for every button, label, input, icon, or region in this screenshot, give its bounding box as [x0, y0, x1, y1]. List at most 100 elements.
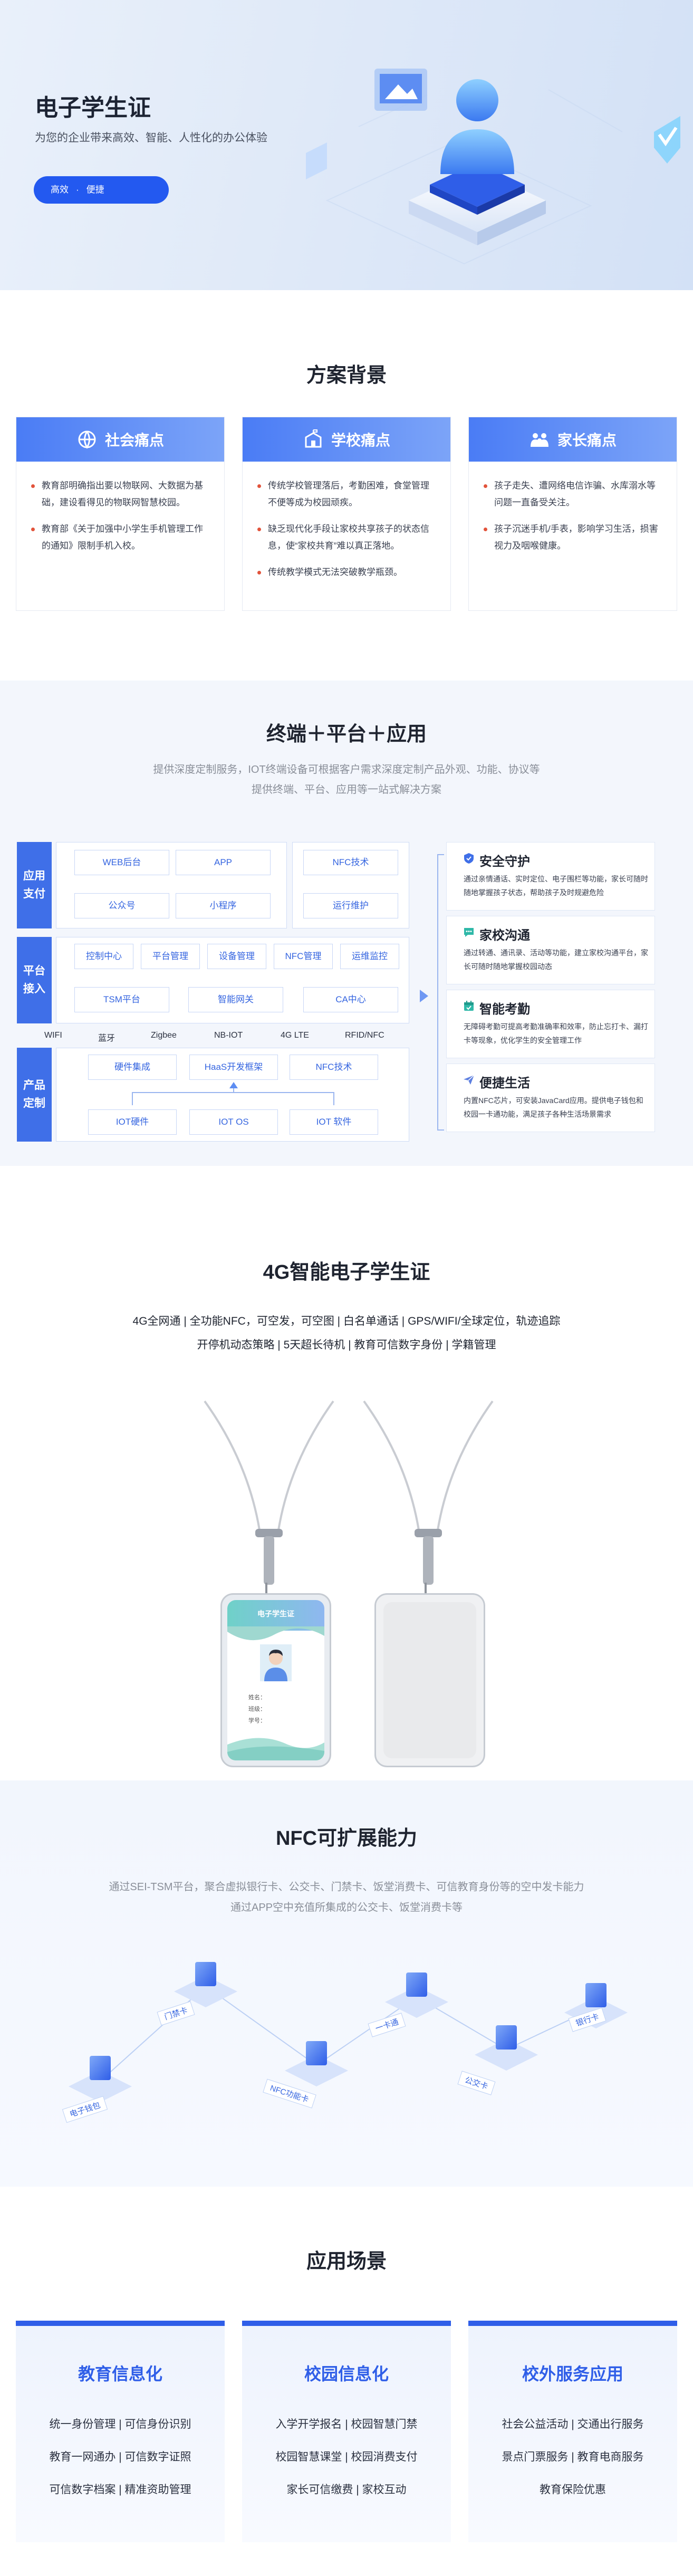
chip-official: 公众号 — [74, 893, 169, 918]
pill-text-2: 便捷 — [86, 185, 104, 195]
chip-iot-hardware: IOT硬件 — [88, 1109, 177, 1135]
platform-box: 控制中心 平台管理 设备管理 NFC管理 运维监控 TSM平台 智能网关 CA中… — [56, 937, 409, 1023]
row-label-platform: 平台 接入 — [17, 937, 52, 1023]
pain-card-parent: 家长痛点 孩子走失、遭网络电信诈骗、水库溺水等问题一直备受关注。 孩子沉迷手机/… — [468, 417, 677, 611]
hero-pill-button[interactable]: 高效 · 便捷 — [34, 176, 169, 204]
chip-app: APP — [176, 850, 271, 875]
wave-decoration-icon — [227, 1626, 324, 1641]
chip-ops: 运行维护 — [303, 893, 398, 918]
flow-arrow-icon — [420, 854, 444, 1131]
scenario-line: 教育一网通办 | 可信数字证照 — [49, 2451, 191, 2463]
list-item: 传统学校管理落后，考勤困难，食堂管理不便等成为校园顽疾。 — [256, 477, 437, 511]
card-header: 电子学生证 — [257, 1610, 294, 1618]
scenario-title: 教育信息化 — [78, 2364, 162, 2383]
nfc-network-icon — [69, 1962, 628, 2102]
chip-miniapp: 小程序 — [176, 893, 271, 918]
feature-card-life: 便捷生活 内置NFC芯片，可安装JavaCard应用。提供电子钱包和校园一卡通功… — [446, 1064, 655, 1132]
list-item: 教育部明确指出要以物联网、大数据为基础，建设看得见的物联网智慧校园。 — [30, 477, 210, 511]
shield-icon — [464, 853, 474, 864]
scenario-title: 校外服务应用 — [522, 2364, 623, 2383]
hero-title: 电子学生证 — [35, 95, 151, 121]
scenario-card-offcampus: 校外服务应用 社会公益活动 | 交通出行服务 景点门票服务 | 教育电商服务 教… — [468, 2321, 677, 2542]
section-title: 应用场景 — [306, 2251, 387, 2273]
send-icon — [464, 1075, 475, 1085]
list-item: 传统教学模式无法突破教学瓶颈。 — [256, 564, 437, 581]
scenario-line: 统一身份管理 | 可信身份识别 — [49, 2418, 191, 2430]
chip-haas: HaaS开发框架 — [189, 1055, 278, 1080]
protocol-bluetooth: 蓝牙 — [98, 1034, 116, 1043]
list-item: 孩子沉迷手机/手表，影响学习生活，损害视力及咽喉健康。 — [483, 521, 663, 554]
row-label-app: 应用 支付 — [17, 842, 52, 928]
student-avatar-icon — [264, 1650, 287, 1681]
chip-platform: 平台管理 — [141, 944, 200, 969]
nfc-section: NFC可扩展能力 通过SEI-TSM平台，聚合虚拟银行卡、公交卡、门禁卡、饭堂消… — [0, 1780, 693, 2187]
feature-title: 便捷生活 — [479, 1076, 530, 1090]
feature-desc: 内置NFC芯片，可安装JavaCard应用。提供电子钱包和校园一卡通功能，满足孩… — [464, 1096, 643, 1118]
school-icon — [305, 429, 322, 448]
calendar-icon — [464, 1001, 474, 1011]
scenario-card-education: 教育信息化 统一身份管理 | 可信身份识别 教育一网通办 | 可信数字证照 可信… — [16, 2321, 225, 2542]
row-label-product: 产品 定制 — [17, 1048, 52, 1142]
field-class: 班级： — [248, 1706, 266, 1712]
id-card-back — [374, 1593, 485, 1767]
app-box-left: WEB后台 APP 公众号 小程序 — [56, 842, 287, 928]
section-title: 终端＋平台＋应用 — [266, 723, 427, 745]
wave-bottom-icon — [227, 1738, 324, 1760]
feature-desc: 无障碍考勤可提高考勤准确率和效率，防止忘打卡、漏打卡等现象，优化学生的安全管理工… — [464, 1022, 648, 1045]
section-desc-1: 通过SEI-TSM平台，聚合虚拟银行卡、公交卡、门禁卡、饭堂消费卡、可信教育身份… — [109, 1881, 584, 1893]
chip-monitor: 运维监控 — [340, 944, 399, 969]
card-title: 社会痛点 — [104, 432, 164, 448]
scenario-line: 入学开学报名 | 校园智慧门禁 — [275, 2418, 418, 2430]
chip-iot-os: IOT OS — [189, 1109, 278, 1135]
protocol-4g: 4G LTE — [281, 1031, 309, 1040]
hero-banner: 电子学生证 为您的企业带来高效、智能、人性化的办公体验 高效 · 便捷 — [0, 0, 693, 290]
background-section: 方案背景 社会痛点 教育部明确指出要以物联网、大数据为基础，建设看得见的物联网智… — [0, 290, 693, 681]
scenario-line: 可信数字档案 | 精准资助管理 — [49, 2484, 191, 2496]
chip-iot-software: IOT 软件 — [290, 1109, 378, 1135]
section-desc-1: 提供深度定制服务，IOT终端设备可根据客户需求深度定制产品外观、功能、协议等 — [153, 764, 540, 775]
pill-dot: · — [76, 185, 79, 195]
section-desc-2: 通过APP空中充值所集成的公交卡、饭堂消费卡等 — [230, 1902, 463, 1913]
chip-hardware-integration: 硬件集成 — [88, 1055, 177, 1080]
chip-ca: CA中心 — [303, 987, 398, 1012]
feature-card-attendance: 智能考勤 无障碍考勤可提高考勤准确率和效率，防止忘打卡、漏打卡等现象，优化学生的… — [446, 990, 655, 1058]
chip-tsm: TSM平台 — [74, 987, 169, 1012]
feature-card-communication: 家校沟通 通过转通、通讯录、活动等功能，建立家校沟通平台，家长可随时随地掌握校园… — [446, 916, 655, 984]
pain-card-society: 社会痛点 教育部明确指出要以物联网、大数据为基础，建设看得见的物联网智慧校园。 … — [16, 417, 225, 611]
protocol-zigbee: Zigbee — [151, 1031, 177, 1040]
section-desc-2: 提供终端、平台、应用等一站式解决方案 — [252, 784, 441, 796]
hero-tagline: 为您的企业带来高效、智能、人性化的办公体验 — [35, 132, 267, 144]
chip-gateway: 智能网关 — [188, 987, 283, 1012]
scenario-title: 校园信息化 — [304, 2364, 389, 2383]
feature-line-1: 4G全网通 | 全功能NFC，可空发，可空图 | 白名单通话 | GPS/WIF… — [132, 1315, 561, 1327]
chip-nfc-tech: NFC技术 — [303, 850, 398, 875]
product-4g-section: 4G智能电子学生证 4G全网通 | 全功能NFC，可空发，可空图 | 白名单通话… — [0, 1166, 693, 1780]
section-title: 方案背景 — [306, 365, 387, 387]
scenario-line: 社会公益活动 | 交通出行服务 — [502, 2418, 644, 2430]
family-icon — [530, 433, 548, 447]
list-item: 孩子走失、遭网络电信诈骗、水库溺水等问题一直备受关注。 — [483, 477, 663, 511]
field-name: 姓名： — [248, 1694, 266, 1701]
card-title: 学校痛点 — [331, 432, 390, 448]
chip-nfc-mgmt: NFC管理 — [274, 944, 333, 969]
scenario-line: 校园智慧课堂 | 校园消费支付 — [275, 2451, 418, 2463]
hero-illustration-icon — [306, 69, 680, 265]
chip-device: 设备管理 — [207, 944, 266, 969]
feature-card-safety: 安全守护 通过亲情通话、实时定位、电子围栏等功能，家长可随时随地掌握孩子状态，帮… — [446, 842, 655, 911]
connector-lines-icon — [132, 1082, 334, 1105]
pill-text-1: 高效 — [51, 185, 69, 195]
app-box-right: NFC技术 运行维护 — [292, 842, 409, 928]
feature-line-2: 开停机动态策略 | 5天超长待机 | 教育可信数字身份 | 学籍管理 — [197, 1339, 496, 1351]
list-item: 缺乏现代化手段让家校共享孩子的状态信息，使“家校共育”难以真正落地。 — [256, 521, 437, 554]
scenario-section: 应用场景 教育信息化 统一身份管理 | 可信身份识别 教育一网通办 | 可信数字… — [0, 2187, 693, 2576]
pain-card-school: 学校痛点 传统学校管理落后，考勤困难，食堂管理不便等成为校园顽疾。 缺乏现代化手… — [242, 417, 451, 611]
id-card-front: 电子学生证 姓名： 班级： 学号： — [220, 1593, 331, 1767]
product-box: 硬件集成 HaaS开发框架 NFC技术 IOT硬件 IOT OS IOT 软件 — [56, 1048, 409, 1142]
protocol-nbiot: NB-IOT — [214, 1031, 243, 1040]
terminal-platform-section: 终端＋平台＋应用 提供深度定制服务，IOT终端设备可根据客户需求深度定制产品外观… — [0, 681, 693, 1166]
section-title: NFC可扩展能力 — [275, 1827, 418, 1850]
scenario-line: 教育保险优惠 — [540, 2484, 606, 2496]
feature-desc: 通过亲情通话、实时定位、电子围栏等功能，家长可随时随地掌握孩子状态，帮助孩子及时… — [464, 875, 648, 897]
chip-control: 控制中心 — [74, 944, 133, 969]
feature-title: 智能考勤 — [479, 1002, 530, 1017]
